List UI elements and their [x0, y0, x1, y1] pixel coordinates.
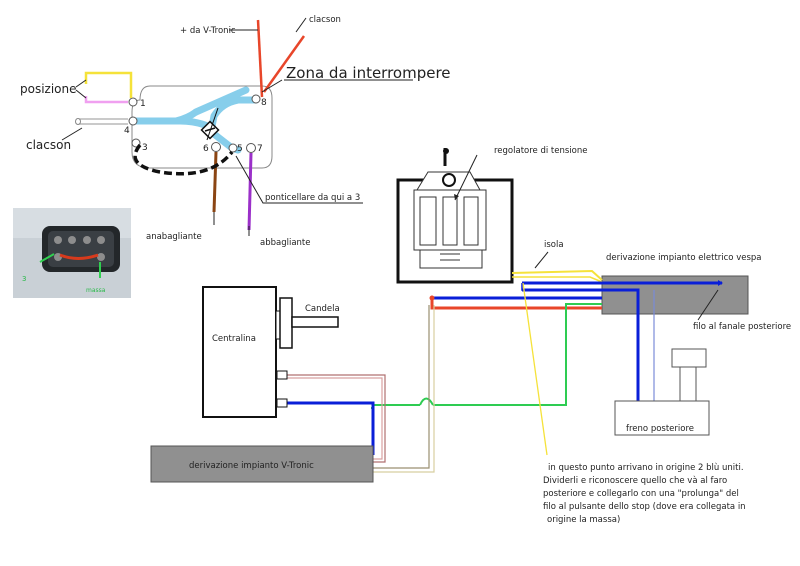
label-posizione: posizione: [20, 82, 77, 96]
label-regolatore: regolatore di tensione: [494, 146, 588, 156]
label-derivazione-vespa: derivazione impianto elettrico vespa: [606, 253, 762, 263]
break-marker: [200, 107, 220, 141]
photo-tag-massa: massa: [86, 287, 106, 294]
main-wiring: [287, 251, 723, 473]
internal-blue-wires: [130, 86, 260, 154]
label-derivazione-vtronic: derivazione impianto V-Tronic: [189, 461, 314, 471]
switch-external-wires: [61, 17, 363, 236]
switch-labels: + da V-Tronic clacson Zona da interrompe…: [20, 15, 451, 248]
pin-label-6: 6: [203, 144, 209, 154]
note-line-1: in questo punto arrivano in origine 2 bl…: [548, 463, 744, 473]
box-derivazione-vtronic: [150, 445, 374, 483]
pin-numbers: 1 4 3 8 6 5 7: [124, 98, 267, 154]
pin-label-1: 1: [140, 99, 146, 109]
photo-inset: 3 massa: [13, 208, 131, 298]
label-freno: freno posteriore: [626, 424, 694, 434]
note-line-3: posteriore e collegarlo con una "prolung…: [543, 489, 739, 499]
pin-label-3: 3: [142, 143, 148, 153]
note-line-5: origine la massa): [547, 515, 620, 525]
pin-label-5: 5: [237, 144, 243, 154]
label-candela: Candela: [305, 304, 340, 314]
pin-label-7: 7: [257, 144, 263, 154]
box-derivazione-vespa: [601, 275, 749, 315]
centralina: [202, 286, 339, 418]
label-anabagliante: anabagliante: [146, 232, 202, 242]
photo-tag-3: 3: [22, 275, 26, 283]
label-isola: isola: [544, 240, 564, 250]
label-clacson-left: clacson: [26, 138, 71, 152]
note-line-4: filo al pulsante dello stop (dove era co…: [543, 502, 746, 512]
switch-block: [131, 85, 273, 169]
label-abbagliante: abbagliante: [260, 238, 311, 248]
label-da-vtronic: + da V-Tronic: [180, 26, 236, 36]
label-clacson-top: clacson: [309, 15, 341, 25]
pin-label-4: 4: [124, 126, 130, 136]
freno-posteriore: [614, 348, 710, 436]
pin-label-8: 8: [261, 98, 267, 108]
voltage-regulator: [396, 148, 514, 284]
label-centralina: Centralina: [212, 334, 256, 344]
note-line-2: Dividerli e riconoscere quello che và al…: [543, 476, 727, 486]
label-ponticellare: ponticellare da qui a 3: [265, 193, 360, 203]
label-filo-fanale: filo al fanale posteriore: [693, 322, 791, 332]
note-block: in questo punto arrivano in origine 2 bl…: [543, 463, 746, 525]
label-zona-da-interrompere: Zona da interrompere: [286, 64, 451, 82]
